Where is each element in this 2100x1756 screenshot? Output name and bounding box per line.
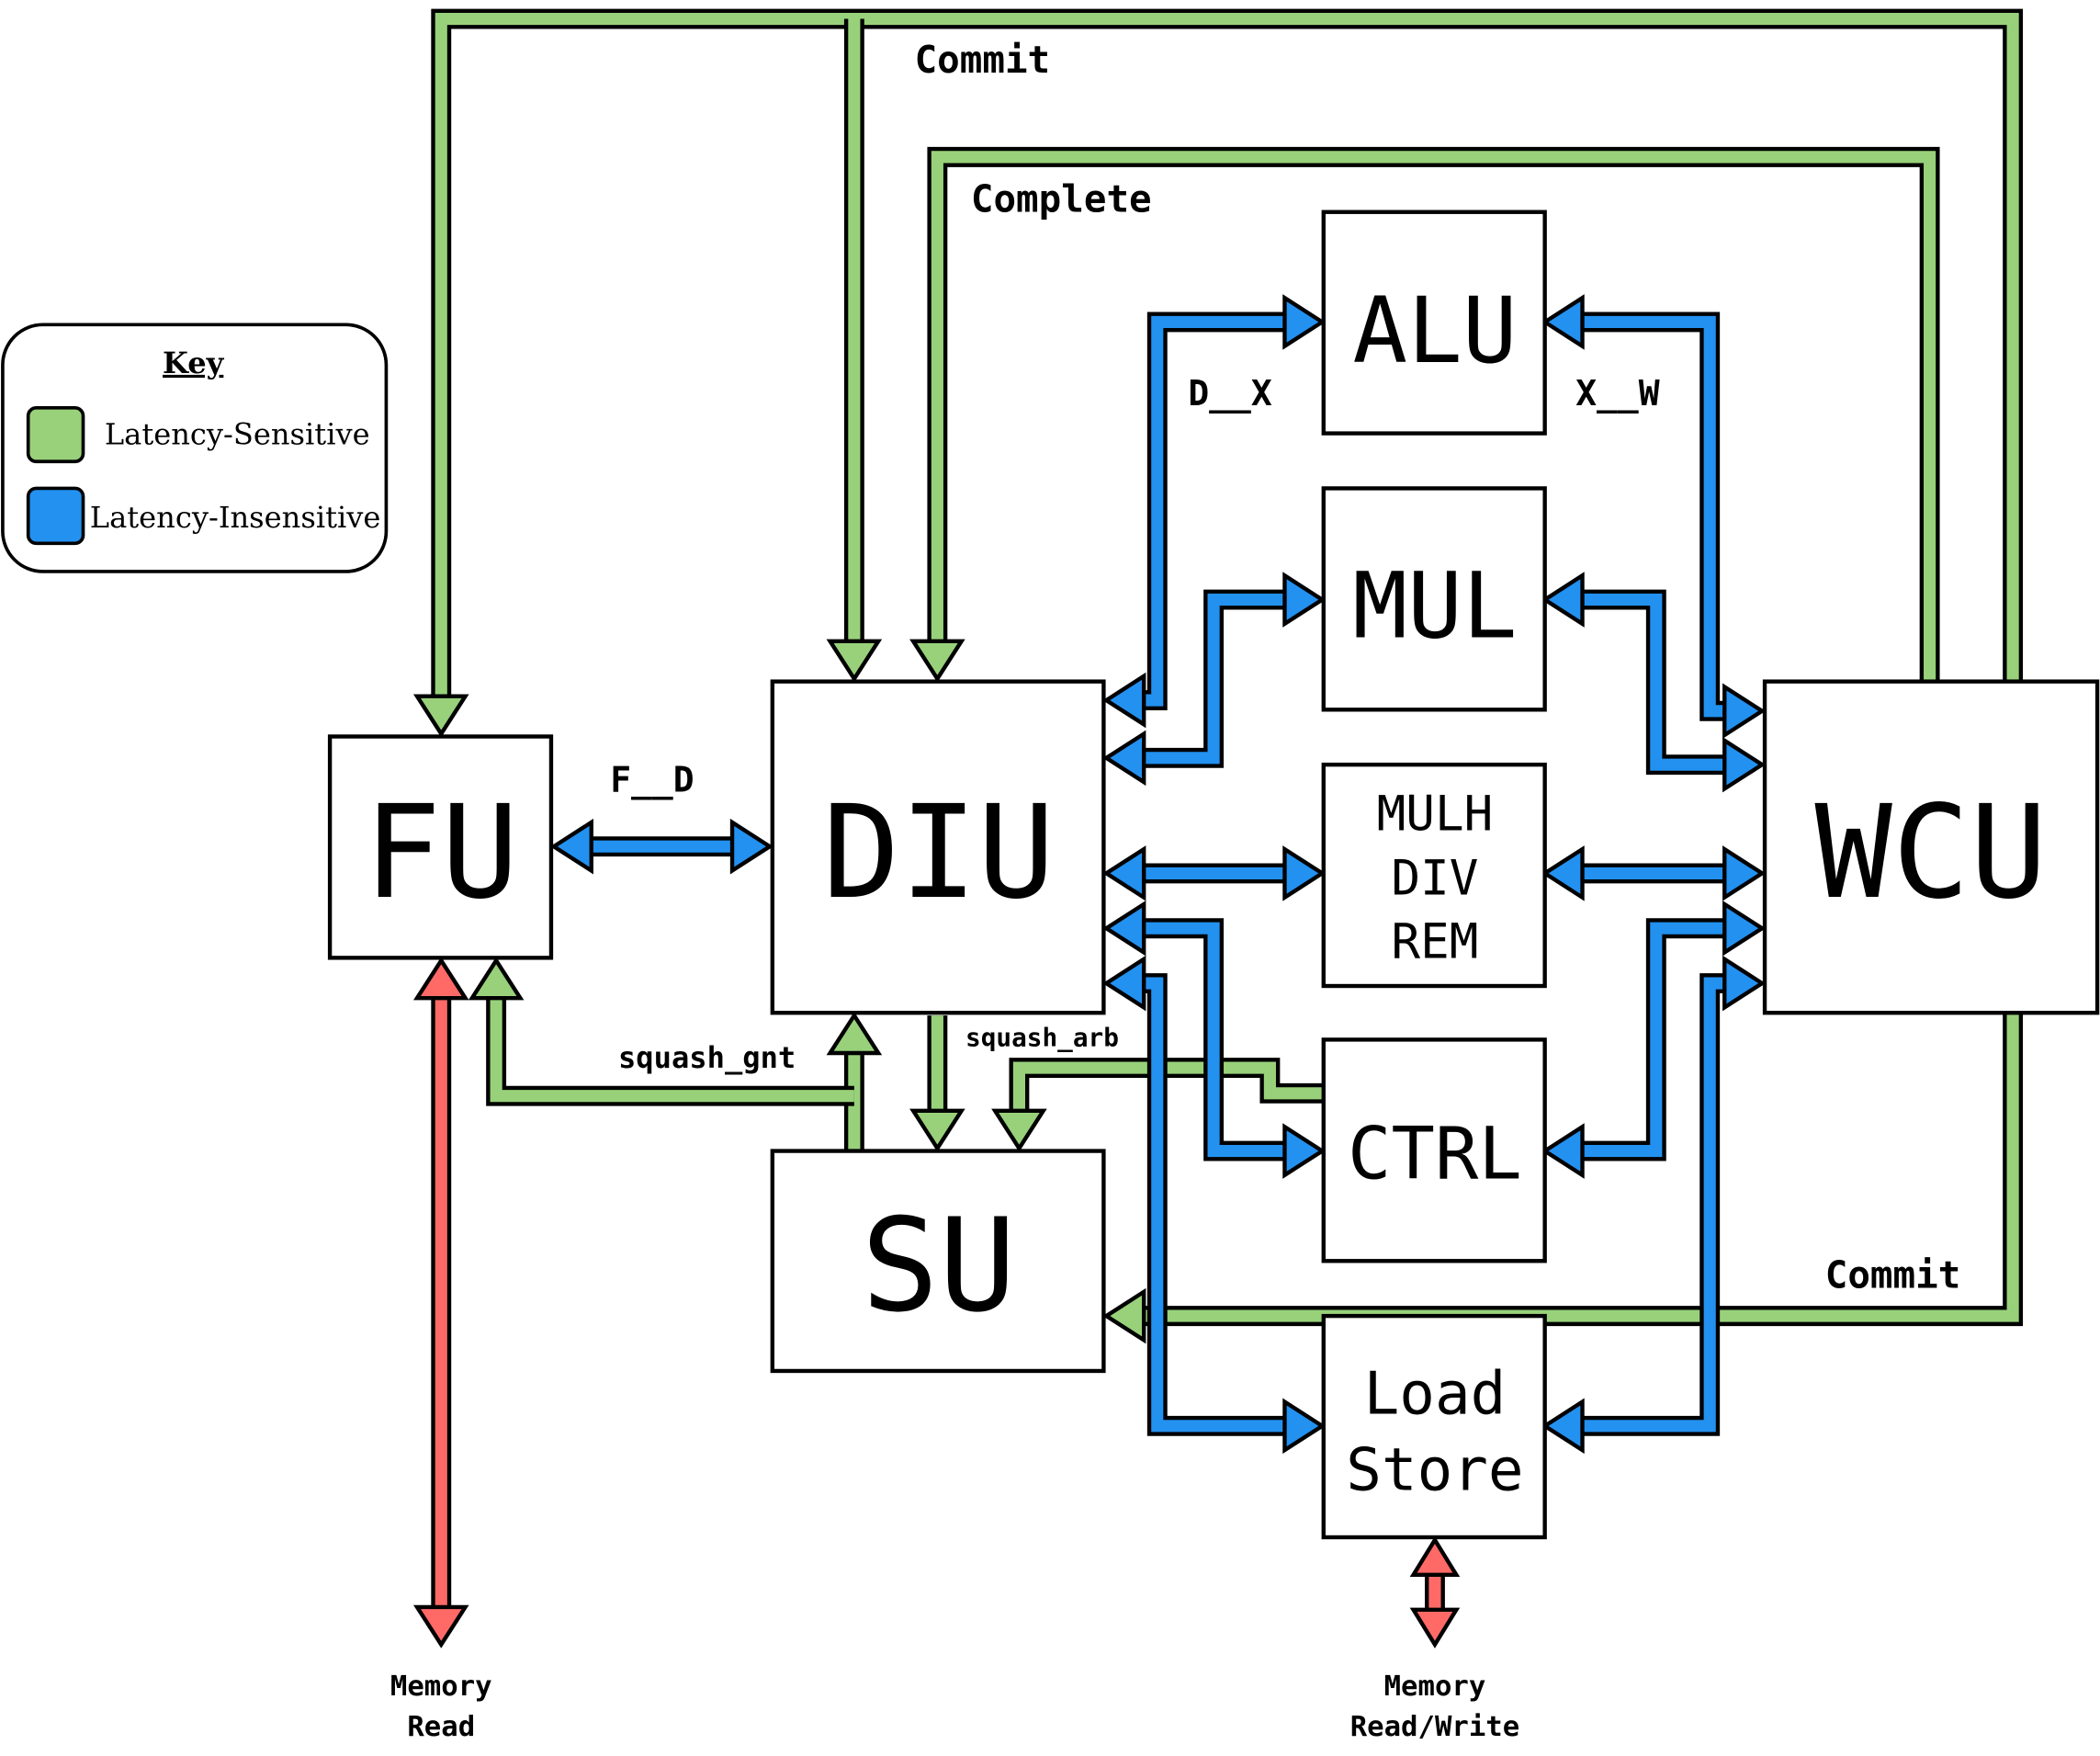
wire-x-w-alu <box>1583 315 1728 718</box>
wire-d-x-ls <box>1139 977 1285 1433</box>
wire-x-w-ctrl <box>1583 922 1728 1158</box>
legend-swatch-latency-insensitive <box>26 486 85 546</box>
arrowhead-ls-wcu <box>1722 955 1767 1012</box>
wire-x-w-ls <box>1583 977 1728 1433</box>
signal-f-d: F__D <box>610 759 694 799</box>
arrowhead-memory-rw-up <box>1409 1535 1461 1578</box>
signal-memory-read-line1: Memory <box>390 1671 492 1703</box>
wire-d-x-mul <box>1139 594 1285 765</box>
arrowhead-mulh-in <box>1282 845 1327 901</box>
unit-wcu: WCU <box>1762 679 2100 1015</box>
unit-div-label: DIV <box>1391 851 1478 907</box>
arrowhead-ctrl-out <box>1541 1123 1585 1179</box>
wire-d-x-ctrl <box>1139 922 1285 1158</box>
unit-fu: FU <box>327 734 554 960</box>
arrowhead-ls-diu <box>1102 955 1146 1012</box>
unit-alu: ALU <box>1321 210 1547 436</box>
unit-fu-label: FU <box>364 778 519 928</box>
arrowhead-squash-gnt-diu <box>826 1012 883 1056</box>
arrowhead-mul-diu <box>1102 730 1146 787</box>
signal-squash-gnt: squash_gnt <box>618 1040 796 1075</box>
arrowhead-mul-out <box>1541 572 1585 628</box>
signal-commit-top: Commit <box>915 38 1051 82</box>
arrowhead-mul-wcu <box>1722 736 1767 793</box>
unit-mulh-div-rem: MULH DIV REM <box>1321 762 1547 989</box>
legend-title: Key <box>163 346 225 380</box>
unit-ctrl: CTRL <box>1321 1037 1547 1263</box>
arrowhead-ctrl-wcu <box>1722 900 1767 957</box>
unit-load-store: Load Store <box>1321 1313 1547 1540</box>
arrowhead-complete-diu <box>909 639 965 683</box>
unit-alu-label: ALU <box>1352 278 1517 384</box>
arrowhead-alu-out <box>1541 294 1585 350</box>
wire-complete-to-diu <box>931 151 1936 682</box>
arrowhead-squash-arb <box>991 1108 1047 1152</box>
legend: Key Latency-Sensitive Latency-Insensitiv… <box>1 323 389 573</box>
signal-squash-arb: squash_arb <box>965 1023 1119 1053</box>
wire-commit-to-fu <box>435 12 2019 698</box>
unit-su: SU <box>770 1149 1106 1374</box>
unit-mul-label: MUL <box>1352 553 1517 659</box>
legend-label-latency-sensitive: Latency-Sensitive <box>105 416 370 451</box>
unit-ctrl-label: CTRL <box>1348 1111 1522 1195</box>
arrowhead-mulh-out <box>1541 845 1585 901</box>
arrowhead-mul-in <box>1282 572 1327 628</box>
legend-swatch-latency-sensitive <box>26 406 85 464</box>
arrowhead-f-d-diu <box>729 818 773 875</box>
signal-memory-rw-line2: Read/Write <box>1350 1711 1519 1743</box>
wire-squash-gnt-fu <box>490 998 854 1103</box>
unit-diu: DIU <box>770 679 1106 1015</box>
signal-memory-rw-line1: Memory <box>1384 1671 1486 1703</box>
unit-store-label: Store <box>1346 1435 1523 1504</box>
unit-rem-label: REM <box>1391 913 1478 969</box>
wire-squash-arb <box>1012 1061 1324 1111</box>
legend-label-latency-insensitive: Latency-Insensitive <box>90 500 381 535</box>
wire-d-x-alu <box>1139 315 1285 707</box>
arrowhead-ctrl-in <box>1282 1123 1327 1179</box>
signal-memory-read-line2: Read <box>407 1711 475 1743</box>
arrowhead-alu-wcu <box>1722 683 1767 740</box>
arrowhead-mulh-diu <box>1102 845 1146 901</box>
arrowhead-commit-fu <box>412 694 469 738</box>
arrowhead-ctrl-diu <box>1102 900 1146 957</box>
arrowhead-f-d-fu <box>549 818 593 875</box>
arrowhead-memory-read-up <box>412 957 469 1001</box>
arrowhead-memory-rw-down <box>1409 1607 1461 1648</box>
arrowhead-commit-su <box>1102 1287 1146 1344</box>
arrowhead-ls-out <box>1541 1398 1585 1455</box>
unit-load-label: Load <box>1364 1359 1507 1428</box>
signal-complete: Complete <box>971 177 1152 221</box>
arrowhead-squash-gnt-fu <box>468 957 525 1001</box>
arrowhead-commit-diu <box>826 639 883 683</box>
unit-wcu-label: WCU <box>1815 778 2048 928</box>
signal-x-w: X__W <box>1575 373 1660 414</box>
unit-diu-label: DIU <box>822 778 1055 928</box>
arrowhead-diu-su <box>909 1108 965 1152</box>
unit-mulh-label: MULH <box>1377 787 1494 843</box>
unit-su-label: SU <box>861 1192 1016 1342</box>
unit-mul: MUL <box>1321 486 1547 712</box>
signal-commit-bottom: Commit <box>1825 1252 1961 1297</box>
arrowhead-mulh-wcu <box>1722 845 1767 901</box>
arrowhead-memory-read-down <box>412 1604 469 1648</box>
arrowhead-ls-in <box>1282 1398 1327 1455</box>
arrowhead-alu-in <box>1282 294 1327 350</box>
wire-x-w-mul <box>1583 594 1728 771</box>
signal-d-x: D__X <box>1188 373 1272 414</box>
arrowhead-alu-diu <box>1102 672 1146 729</box>
